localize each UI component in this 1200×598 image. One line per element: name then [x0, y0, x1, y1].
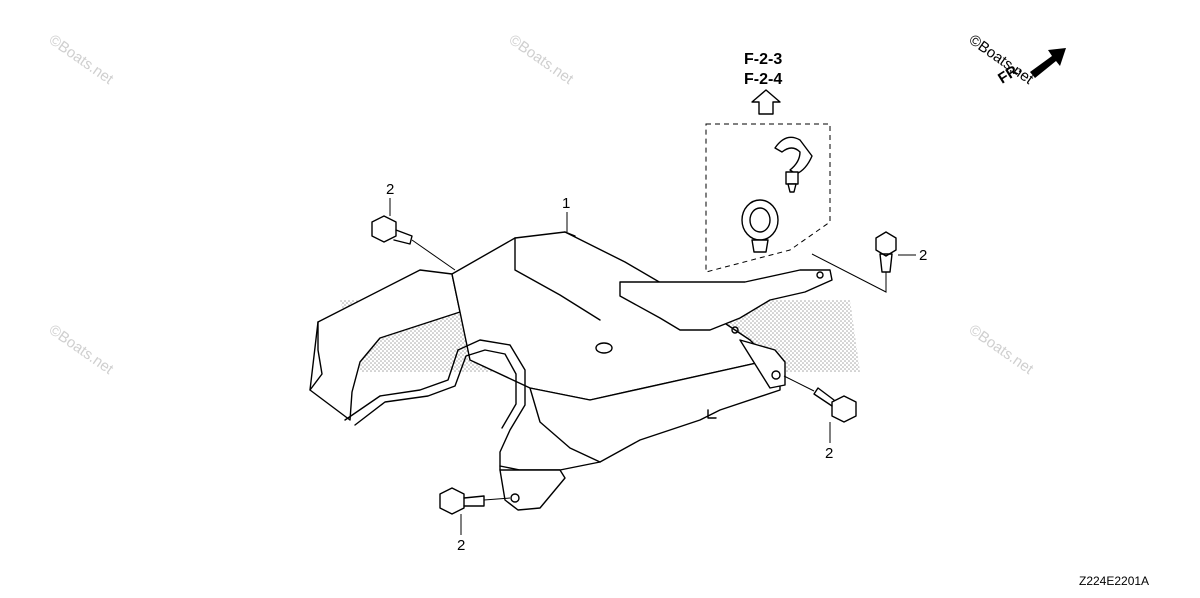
watermark: ©Boats.net [46, 321, 117, 378]
bolt-bottom [439, 487, 511, 515]
engine-cover-part [309, 231, 833, 511]
reference-block: F-2-3 F-2-4 [744, 51, 782, 115]
callout-part-2-right: 2 [919, 247, 927, 264]
cable-clip-upper [774, 136, 813, 193]
callout-part-2-bottom: 2 [457, 537, 465, 554]
watermark: ©Boats.net [506, 31, 577, 88]
dashed-outline [705, 123, 831, 273]
front-indicator: FR. ©Boats.net [966, 31, 1066, 88]
clip-group [705, 123, 831, 273]
callouts: 1 2 2 2 2 [386, 181, 927, 554]
callout-part-2-lower-right: 2 [825, 445, 833, 462]
reference-line-2: F-2-4 [744, 71, 782, 88]
cable-clip-lower [741, 199, 779, 253]
diagram-code: Z224E2201A [1079, 574, 1149, 588]
watermark: ©Boats.net [46, 31, 117, 88]
bolt-right [811, 231, 897, 293]
callout-part-2-top-left: 2 [386, 181, 394, 198]
watermark: ©Boats.net [966, 321, 1037, 378]
reference-line-1: F-2-3 [744, 51, 782, 68]
arrow-up-right-icon [1030, 48, 1066, 78]
arrow-up-outline-icon [751, 89, 781, 115]
bolt-lower-right [783, 375, 857, 423]
bolt-top-left [371, 215, 456, 271]
callout-part-1: 1 [562, 195, 570, 212]
